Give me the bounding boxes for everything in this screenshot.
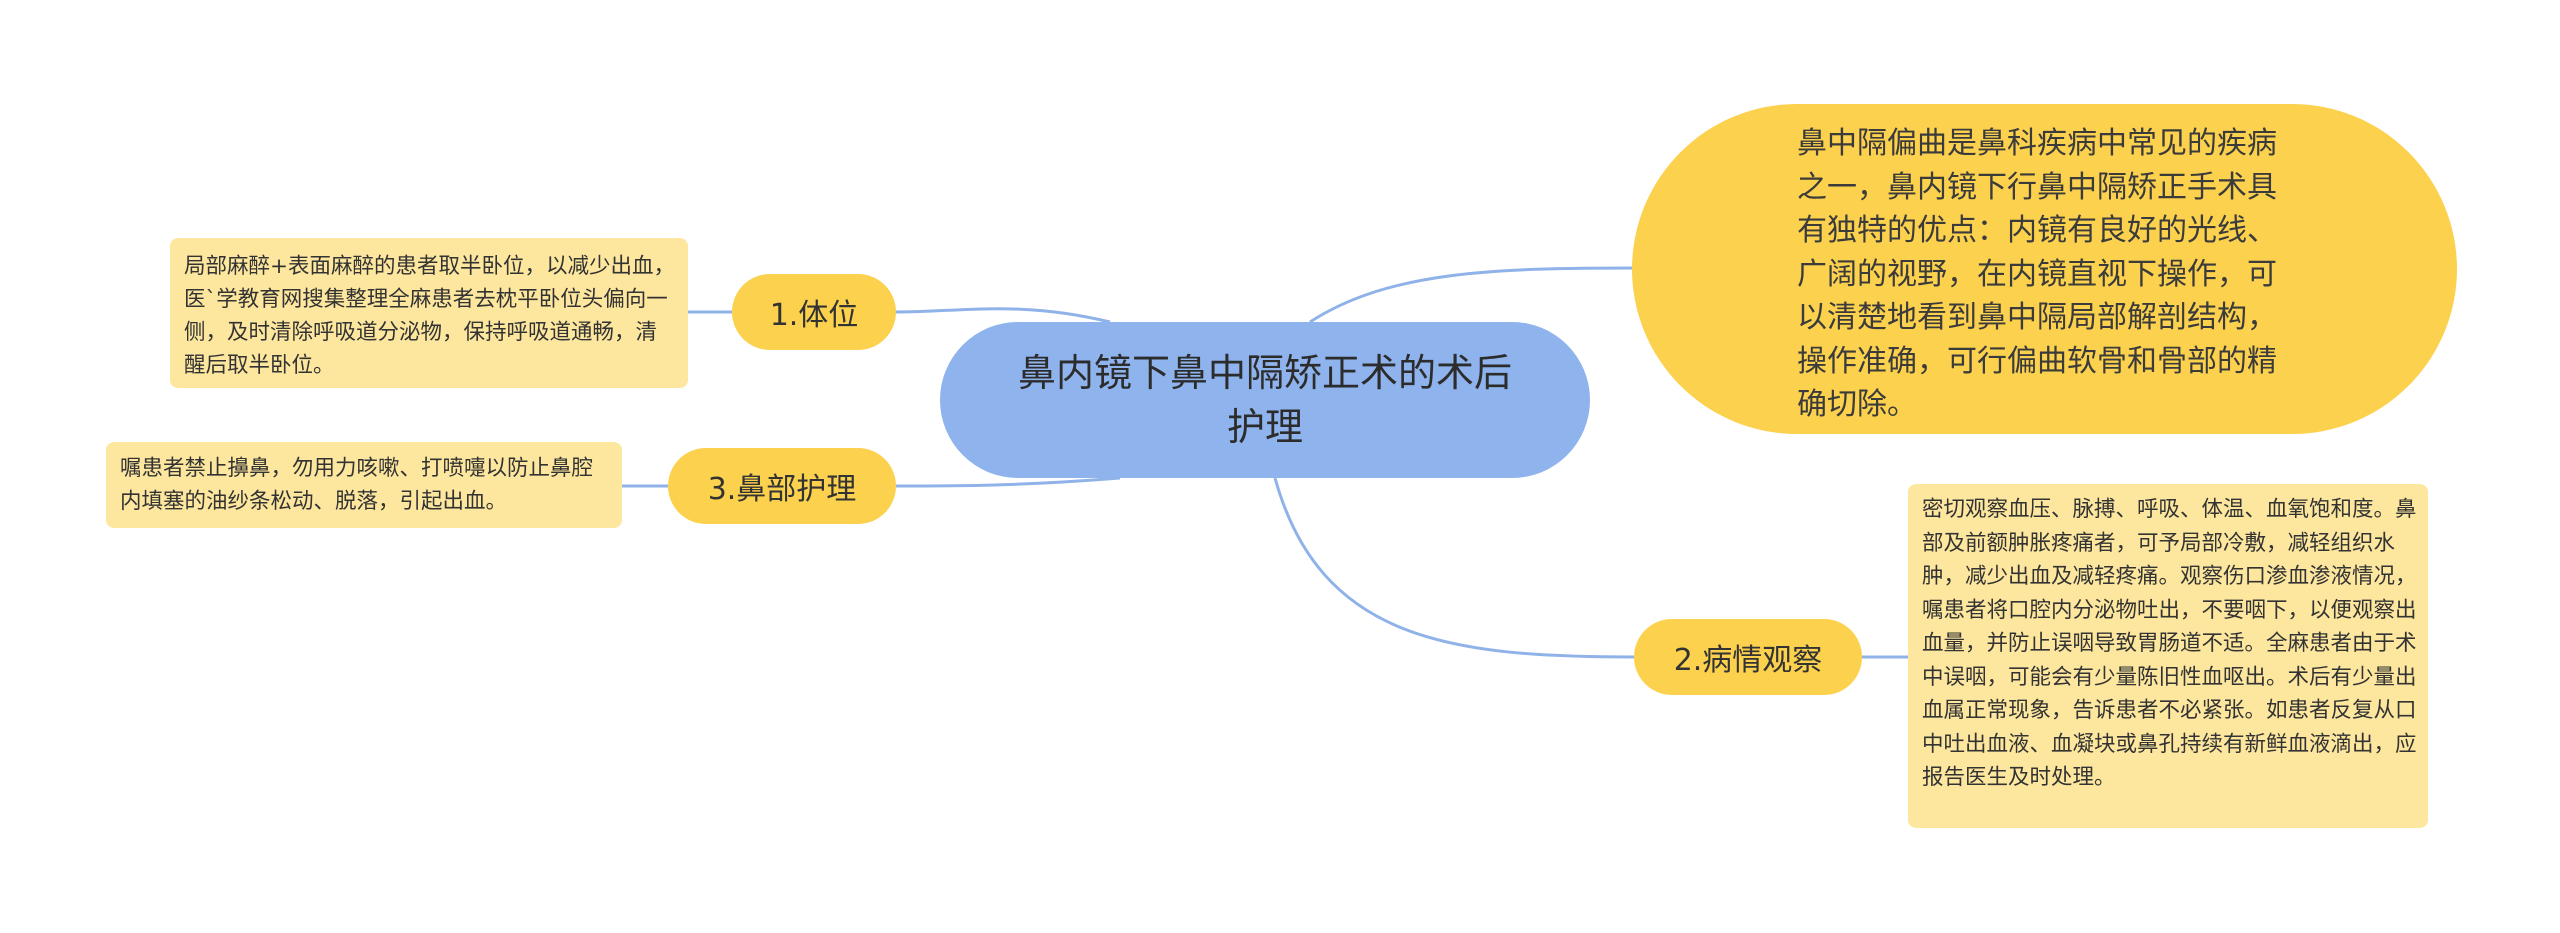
detail-nasal-care[interactable]: 嘱患者禁止擤鼻，勿用力咳嗽、打喷嚏以防止鼻腔内填塞的油纱条松动、脱落，引起出血。 bbox=[106, 442, 622, 528]
branch-position[interactable]: 1.体位 bbox=[732, 274, 896, 350]
intro-node[interactable]: 鼻中隔偏曲是鼻科疾病中常见的疾病之一，鼻内镜下行鼻中隔矫正手术具有独特的优点：内… bbox=[1632, 104, 2457, 434]
branch-observation[interactable]: 2.病情观察 bbox=[1634, 619, 1862, 695]
branch-nasal-care-label: 3.鼻部护理 bbox=[707, 472, 857, 507]
detail-observation[interactable]: 密切观察血压、脉搏、呼吸、体温、血氧饱和度。鼻部及前额肿胀疼痛者，可予局部冷敷，… bbox=[1908, 484, 2428, 828]
connector-center-branch2 bbox=[1273, 477, 1635, 659]
central-topic[interactable]: 鼻内镜下鼻中隔矫正术的术后护理 bbox=[940, 322, 1590, 478]
detail-nasal-care-text: 嘱患者禁止擤鼻，勿用力咳嗽、打喷嚏以防止鼻腔内填塞的油纱条松动、脱落，引起出血。 bbox=[120, 456, 594, 514]
branch-observation-label: 2.病情观察 bbox=[1673, 643, 1823, 678]
intro-text: 鼻中隔偏曲是鼻科疾病中常见的疾病之一，鼻内镜下行鼻中隔矫正手术具有独特的优点：内… bbox=[1797, 126, 2277, 422]
detail-position-text: 局部麻醉+表面麻醉的患者取半卧位，以减少出血，医`学教育网搜集整理全麻患者去枕平… bbox=[184, 254, 676, 378]
connector-center-branch1 bbox=[895, 307, 1111, 324]
detail-observation-text: 密切观察血压、脉搏、呼吸、体温、血氧饱和度。鼻部及前额肿胀疼痛者，可予局部冷敷，… bbox=[1922, 497, 2417, 790]
connector-center-intro bbox=[1309, 266, 1641, 324]
branch-nasal-care[interactable]: 3.鼻部护理 bbox=[668, 448, 896, 524]
branch-position-label: 1.体位 bbox=[769, 298, 859, 333]
connector-center-branch3 bbox=[895, 476, 1121, 488]
detail-position[interactable]: 局部麻醉+表面麻醉的患者取半卧位，以减少出血，医`学教育网搜集整理全麻患者去枕平… bbox=[170, 238, 688, 388]
central-topic-text: 鼻内镜下鼻中隔矫正术的术后护理 bbox=[1017, 351, 1512, 449]
